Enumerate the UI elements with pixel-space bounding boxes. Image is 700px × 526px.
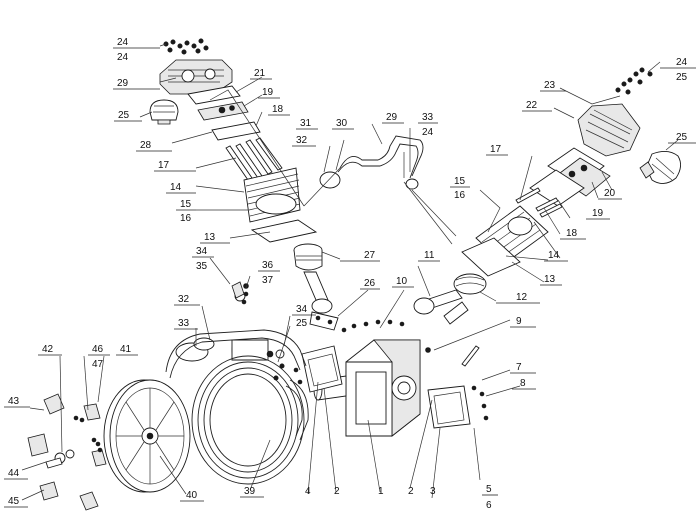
callout-21-left: 21 [254,68,266,79]
callout-10: 10 [396,276,408,287]
callout-23-right: 24 [676,57,688,68]
cooling-coil [165,329,309,485]
callout-31: 30 [336,118,348,129]
callout-13-right: 13 [544,274,556,285]
left-cylinder-head [159,59,233,95]
callout-15-right: 15 [454,176,466,187]
callout-1: 1 [378,486,384,497]
callout-30: 29 [386,112,398,123]
callout-23-left: 24 [117,37,129,48]
callout-16-left: 16 [180,213,192,224]
left-cylinder-barrel [243,167,301,223]
callout-32-mid: 32 [178,294,190,305]
callout-17-right: 17 [490,144,502,155]
leader-lines [21,43,679,501]
left-piston-rod [293,243,339,331]
callout-22: 23 [544,80,556,91]
left-air-filter [149,99,179,125]
callout-44: 44 [8,468,20,479]
callout-12: 12 [516,292,528,303]
left-base-gasket [250,219,318,243]
callout-39: 39 [244,486,256,497]
callout-43: 43 [8,396,20,407]
flywheel [103,379,191,493]
callout-11: 11 [424,250,435,261]
callout-2-left: 2 [334,486,340,497]
callout-27: 27 [364,250,376,261]
callout-19-right: 19 [592,208,604,219]
right-base-gasket [461,237,521,277]
crankcase-covers [293,345,489,429]
right-valve-plates [529,147,611,207]
callout-42: 42 [42,344,54,355]
left-head-bolts [163,38,209,55]
callout-2-right: 2 [408,486,414,497]
callout-6: 6 [486,500,492,511]
belt-guard-parts [27,393,107,511]
callout-24-right: 25 [676,72,688,83]
callout-36: 35 [196,261,208,272]
callout-8: 8 [520,378,526,389]
callout-34-mid: 34 [296,304,308,315]
callout-14-right: 14 [548,250,560,261]
callout-47: 47 [92,359,104,370]
callout-18-left: 18 [272,104,284,115]
callout-5: 5 [486,484,492,495]
callout-24-left: 24 [117,52,129,63]
left-valve-plates [187,85,261,141]
callout-24-mid: 25 [296,318,308,329]
callout-38: 37 [262,275,274,286]
callout-17-left: 17 [158,160,170,171]
callout-24-top: 24 [422,127,434,138]
callout-32-top: 31 [300,118,312,129]
callout-29: 29 [117,78,129,89]
fitting-35-38 [231,281,249,305]
crankcase-top-bolts [341,319,405,333]
callout-20: 20 [604,188,616,199]
callout-34-top: 33 [422,112,434,123]
right-piston-rod [413,273,487,325]
callout-21-right: 22 [526,100,538,111]
callout-25-left: 25 [118,110,130,121]
callout-33-top: 32 [296,135,308,146]
left-fitting [175,337,274,362]
callout-9: 9 [516,316,522,327]
callout-7: 7 [516,362,522,373]
callout-41: 41 [120,344,132,355]
callout-26: 26 [364,278,376,289]
callout-18-right: 18 [566,228,578,239]
right-head-bolts [615,67,653,95]
callout-19-left: 19 [262,87,274,98]
callout-15-left: 15 [180,199,192,210]
callout-13-left: 13 [204,232,216,243]
callout-3: 3 [430,486,436,497]
callout-labels: 24 24 29 21 25 19 18 28 17 14 15 16 13 3… [4,37,696,511]
upper-transfer-pipe [319,135,424,190]
right-studs [515,187,563,218]
callout-35: 34 [196,246,208,257]
right-cylinder-head [577,103,641,157]
callout-40: 40 [186,490,198,501]
right-air-filter [639,151,681,184]
callout-33-mid: 33 [178,318,190,329]
callout-37: 36 [262,260,274,271]
callout-28: 28 [140,140,152,151]
callout-46: 46 [92,344,104,355]
callout-16-right: 16 [454,190,466,201]
callout-45: 45 [8,496,20,507]
callout-14-left: 14 [170,182,182,193]
callout-4: 4 [305,486,311,497]
callout-25-right: 25 [676,132,688,143]
